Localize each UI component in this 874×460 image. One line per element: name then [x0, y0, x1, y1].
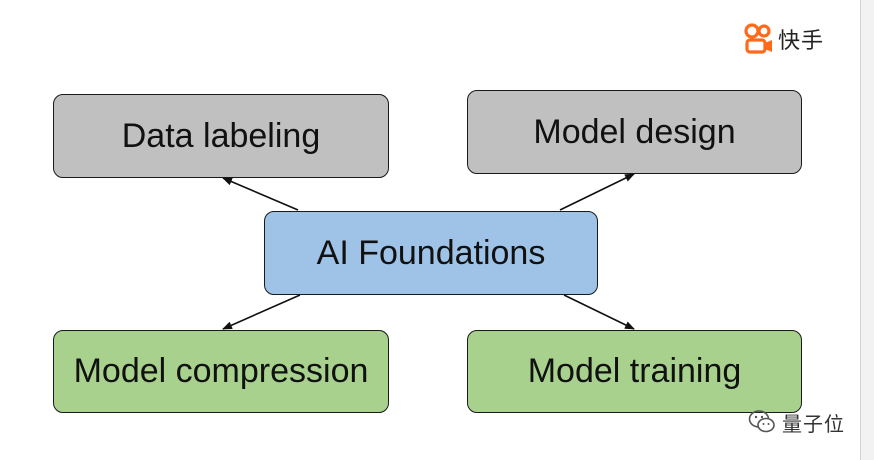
node-model-training: Model training — [467, 330, 802, 413]
node-label: AI Foundations — [316, 233, 546, 272]
kuaishou-logo-icon — [744, 23, 772, 54]
page-edge-strip — [860, 0, 874, 460]
node-ai-foundations: AI Foundations — [264, 211, 598, 295]
node-label: Model design — [533, 112, 736, 151]
arrow-to-model-compression — [222, 294, 301, 330]
watermark: 量子位 — [748, 404, 845, 440]
arrow-to-data-labeling — [222, 177, 299, 211]
node-model-compression: Model compression — [53, 330, 389, 413]
node-label: Model compression — [73, 352, 369, 390]
node-label: Model training — [527, 352, 742, 390]
node-data-labeling: Data labeling — [53, 94, 389, 178]
wechat-icon — [748, 410, 775, 433]
node-label: Data labeling — [121, 116, 321, 155]
logo-text: 快手 — [778, 29, 825, 54]
watermark-text: 量子位 — [782, 411, 845, 436]
node-model-design: Model design — [467, 90, 802, 174]
kuaishou-logo: 快手 — [744, 22, 824, 56]
arrow-to-model-design — [559, 173, 635, 211]
arrow-to-model-training — [563, 294, 635, 330]
